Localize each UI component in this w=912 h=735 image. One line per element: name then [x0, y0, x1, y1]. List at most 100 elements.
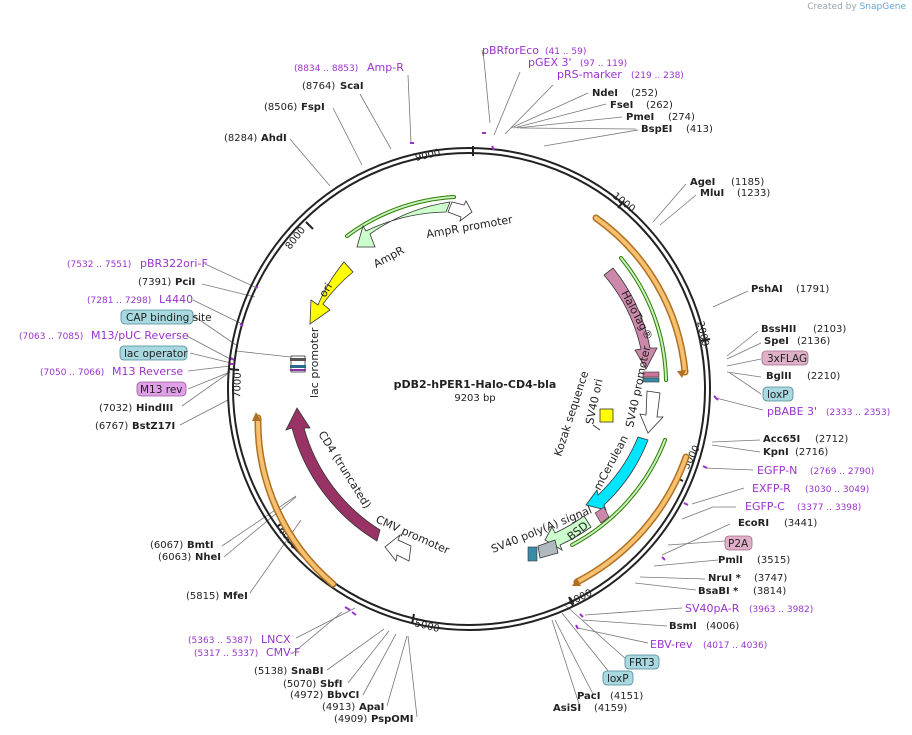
site-hindiii[interactable]: HindIII [136, 403, 173, 414]
label-p2a[interactable]: P2A [728, 538, 749, 550]
primer-pgex3-range: (97 .. 119) [580, 59, 627, 69]
tick-label-4000: 4000 [566, 588, 594, 609]
primer-ampr[interactable]: Amp-R [367, 61, 404, 74]
primer-lncx[interactable]: LNCX [261, 633, 291, 646]
feature-3xflag-mark [642, 371, 660, 378]
primer-pbrforeco[interactable]: pBRforEco [482, 44, 539, 57]
feature-sv40-ori[interactable] [599, 408, 614, 423]
primer-pgex3[interactable]: pGEX 3' [528, 56, 572, 69]
feature-mcerulean[interactable] [585, 436, 649, 511]
site-agei[interactable]: AgeI [690, 177, 715, 188]
site-bglii[interactable]: BglII [766, 371, 792, 382]
site-ecori-pos: (3441) [784, 518, 817, 529]
feature-halotag[interactable] [603, 267, 658, 370]
primer-m13-reverse[interactable]: M13 Reverse [112, 365, 183, 378]
feature-loxp-mark [642, 377, 660, 383]
plasmid-name: pDB2-hPER1-Halo-CD4-bla [394, 378, 557, 391]
primer-sv40pa-r[interactable]: SV40pA-R [685, 602, 740, 615]
feature-ampr-promoter[interactable] [447, 200, 473, 222]
label-lac-operator[interactable]: lac operator [124, 348, 188, 360]
site-sbfi-pos: (5070) [283, 679, 316, 690]
label-cd4-truncated: CD4 (truncated) [315, 429, 373, 511]
feature-p2a-mark [594, 506, 610, 524]
tick-label-5000: 5000 [413, 618, 440, 635]
feature-sv40-polya[interactable] [537, 539, 559, 559]
site-spei[interactable]: SpeI [764, 336, 789, 347]
feature-cd4-truncated[interactable] [285, 407, 381, 542]
primer-egfp-n[interactable]: EGFP-N [757, 464, 797, 477]
primer-pbr322ori[interactable]: pBR322ori-F [140, 257, 208, 270]
feature-ori[interactable] [309, 261, 354, 325]
site-asisi[interactable]: AsiSI [553, 703, 581, 714]
site-mlui[interactable]: MluI [700, 188, 724, 199]
box-m13-rev [136, 381, 187, 397]
feature-cmv-promoter[interactable] [384, 533, 412, 562]
site-sbfi[interactable]: SbfI [320, 679, 342, 690]
label-loxp-2[interactable]: loxP [607, 673, 629, 685]
label-3xflag[interactable]: 3xFLAG [767, 353, 807, 365]
site-bstz17i[interactable]: BstZ17I [132, 421, 175, 432]
site-scai[interactable]: ScaI [340, 81, 364, 92]
site-bspei[interactable]: BspEI [641, 124, 672, 135]
site-apai[interactable]: ApaI [359, 702, 384, 713]
site-apai-pos: (4913) [322, 702, 355, 713]
site-mfei[interactable]: MfeI [223, 591, 248, 602]
feature-bsd[interactable] [544, 515, 592, 551]
site-bsshii[interactable]: BssHII [761, 324, 796, 335]
site-paci[interactable]: PacI [577, 691, 600, 702]
site-fspi[interactable]: FspI [301, 102, 325, 113]
site-mfei-pos: (5815) [186, 591, 219, 602]
site-bsmi[interactable]: BsmI [669, 621, 697, 632]
primer-prs-marker-range: (219 .. 238) [631, 71, 684, 81]
primer-pbabe3[interactable]: pBABE 3' [767, 405, 817, 418]
backbone-outer-strand [227, 147, 711, 631]
label-frt3[interactable]: FRT3 [629, 657, 655, 669]
site-snabi[interactable]: SnaBI [291, 666, 323, 677]
site-nrui[interactable]: NruI * [708, 573, 742, 584]
box-frt3 [624, 654, 660, 670]
site-acc65i[interactable]: Acc65I [763, 434, 800, 445]
site-bbvci[interactable]: BbvCI [327, 690, 359, 701]
primer-ebv-rev-range: (4017 .. 4036) [703, 641, 767, 651]
primer-egfp-c[interactable]: EGFP-C [745, 500, 785, 513]
site-pshai[interactable]: PshAI [751, 284, 783, 295]
box-loxp-2 [602, 670, 634, 686]
primer-l4440[interactable]: L4440 [159, 293, 193, 306]
label-cap-binding-site[interactable]: CAP binding site [126, 312, 212, 324]
primer-pbr322ori-range: (7532 .. 7551) [67, 260, 131, 270]
primer-m13puc-reverse[interactable]: M13/pUC Reverse [91, 329, 189, 342]
feature-sv40-promoter[interactable] [639, 390, 664, 434]
site-pmei[interactable]: PmeI [626, 112, 654, 123]
primer-ebv-rev[interactable]: EBV-rev [650, 638, 693, 651]
feature-ampr[interactable] [356, 201, 451, 248]
primer-prs-marker[interactable]: pRS-marker [557, 68, 622, 81]
primer-pbabe3-range: (2333 .. 2353) [826, 408, 890, 418]
site-fsei[interactable]: FseI [610, 100, 633, 111]
plasmid-size: 9203 bp [454, 393, 495, 404]
site-pmei-pos: (274) [668, 112, 695, 123]
site-acc65i-pos: (2712) [815, 434, 848, 445]
label-ampr: AmpR [371, 244, 406, 271]
site-pspomi[interactable]: PspOMI [371, 714, 413, 725]
label-m13-rev[interactable]: M13 rev [140, 384, 183, 396]
site-bstz17i-pos: (6767) [95, 421, 128, 432]
site-pshai-pos: (1791) [796, 284, 829, 295]
label-loxp-1[interactable]: loxP [767, 389, 789, 401]
site-ndei[interactable]: NdeI [592, 88, 618, 99]
primer-exfp-r[interactable]: EXFP-R [752, 482, 791, 495]
tick-label-2000: 2000 [694, 320, 710, 347]
right-site-labels: NdeI (252) FseI (262) PmeI (274) BspEI (… [553, 88, 848, 714]
primer-cmv-f[interactable]: CMV-F [266, 646, 300, 659]
site-kpni[interactable]: KpnI [763, 447, 789, 458]
site-ahdi[interactable]: AhdI [261, 133, 287, 144]
site-bsabi[interactable]: BsaBI * [698, 586, 739, 597]
site-pmli[interactable]: PmlI [718, 555, 743, 566]
site-ecori[interactable]: EcoRI [738, 518, 769, 529]
site-pcii[interactable]: PciI [175, 277, 195, 288]
site-agei-pos: (1185) [731, 177, 764, 188]
site-bmti[interactable]: BmtI [187, 540, 214, 551]
site-bspei-pos: (413) [686, 124, 713, 135]
site-nhei[interactable]: NheI [195, 552, 221, 563]
primer-cmv-f-range: (5317 .. 5337) [194, 649, 258, 659]
site-bsmi-pos: (4006) [706, 621, 739, 632]
